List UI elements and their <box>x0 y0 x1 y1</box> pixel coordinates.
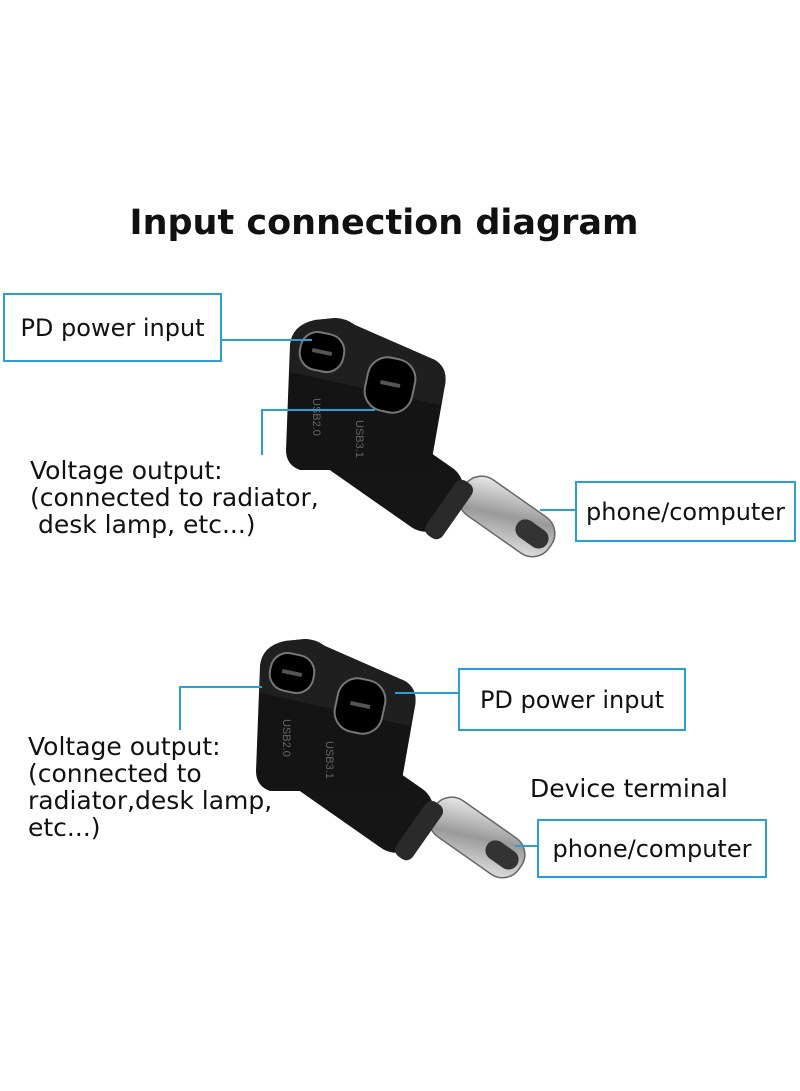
adapter-top-image <box>284 317 564 566</box>
port-label-usb20-bottom: USB2.0 <box>280 719 292 757</box>
text-line: desk lamp, etc...) <box>30 510 256 539</box>
text-line: etc...) <box>28 813 101 842</box>
callout-line <box>179 686 262 730</box>
text-line: radiator,desk lamp, <box>28 786 273 815</box>
voltage-output-label-bottom: Voltage output: (connected to radiator,d… <box>28 733 272 841</box>
pd-power-input-label-bottom: PD power input <box>458 668 686 731</box>
device-terminal-label: Device terminal <box>530 774 728 803</box>
phone-computer-label-bottom: phone/computer <box>537 819 767 878</box>
text-line: (connected to <box>28 759 202 788</box>
text-line: Voltage output: <box>30 456 223 485</box>
text-line: (connected to radiator, <box>30 483 319 512</box>
page-title: Input connection diagram <box>129 203 639 243</box>
port-label-usb20-top: USB2.0 <box>310 398 322 436</box>
phone-computer-label-top: phone/computer <box>575 481 796 542</box>
pd-power-input-label-top: PD power input <box>3 293 222 362</box>
port-label-usb31-bottom: USB3.1 <box>323 741 335 779</box>
port-label-usb31-top: USB3.1 <box>353 420 365 458</box>
voltage-output-label-top: Voltage output: (connected to radiator, … <box>30 457 319 538</box>
callout-line <box>261 409 375 455</box>
text-line: Voltage output: <box>28 732 221 761</box>
